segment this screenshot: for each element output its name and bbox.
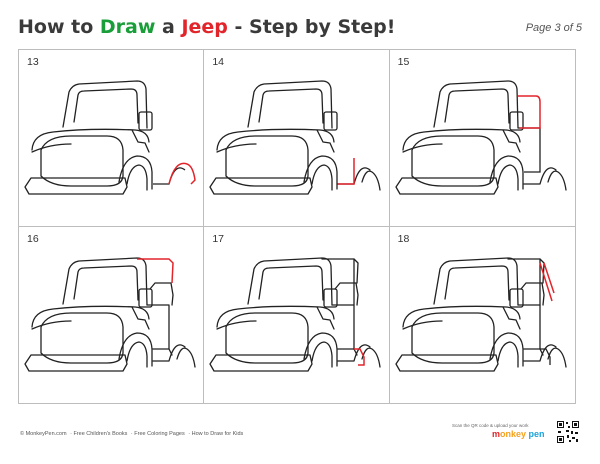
jeep-drawing-icon xyxy=(395,80,567,195)
step-cell-14: 14 xyxy=(204,50,390,227)
jeep-drawing-icon xyxy=(209,256,381,372)
brand-part: pen xyxy=(526,429,545,439)
footer-links: © MonkeyPen.com · Free Children's Books … xyxy=(20,431,244,437)
step-number: 18 xyxy=(397,232,410,245)
step-cell-13: 13 xyxy=(19,50,205,227)
jeep-drawing-icon xyxy=(24,256,196,372)
footer-link[interactable]: Free Children's Books xyxy=(73,431,128,437)
jeep-drawing-icon xyxy=(209,80,381,195)
title-text: a xyxy=(155,16,182,38)
footer-link[interactable]: Free Coloring Pages xyxy=(134,431,185,437)
step-number: 13 xyxy=(27,56,39,68)
copyright: © MonkeyPen.com xyxy=(20,431,67,437)
title-text: - Step by Step! xyxy=(227,16,396,38)
title-draw: Draw xyxy=(99,16,156,38)
jeep-drawing-icon xyxy=(395,256,567,372)
step-number: 15 xyxy=(397,56,410,68)
step-cell-16: 16 xyxy=(19,226,205,403)
brand-part: onkey xyxy=(500,429,527,439)
qr-code-icon[interactable] xyxy=(556,420,580,444)
title-jeep: Jeep xyxy=(181,16,228,38)
step-cell-15: 15 xyxy=(389,50,575,227)
brand-part: m xyxy=(492,429,501,439)
step-cell-18: 18 xyxy=(390,227,575,404)
step-cell-17: 17 xyxy=(204,226,390,403)
qr-caption: Scan the QR code & upload your work xyxy=(452,423,529,428)
brand-logo: monkey pen xyxy=(492,429,545,439)
step-number: 14 xyxy=(212,56,225,68)
step-number: 17 xyxy=(212,232,225,245)
footer-link[interactable]: How to Draw for Kids xyxy=(191,431,244,437)
jeep-drawing-icon xyxy=(24,80,196,195)
step-number: 16 xyxy=(27,232,39,245)
page-title: How to Draw a Jeep - Step by Step! xyxy=(18,16,395,38)
steps-grid: 13 14 15 16 17 xyxy=(18,49,576,404)
page-number: Page 3 of 5 xyxy=(525,22,582,34)
title-text: How to xyxy=(18,16,100,38)
